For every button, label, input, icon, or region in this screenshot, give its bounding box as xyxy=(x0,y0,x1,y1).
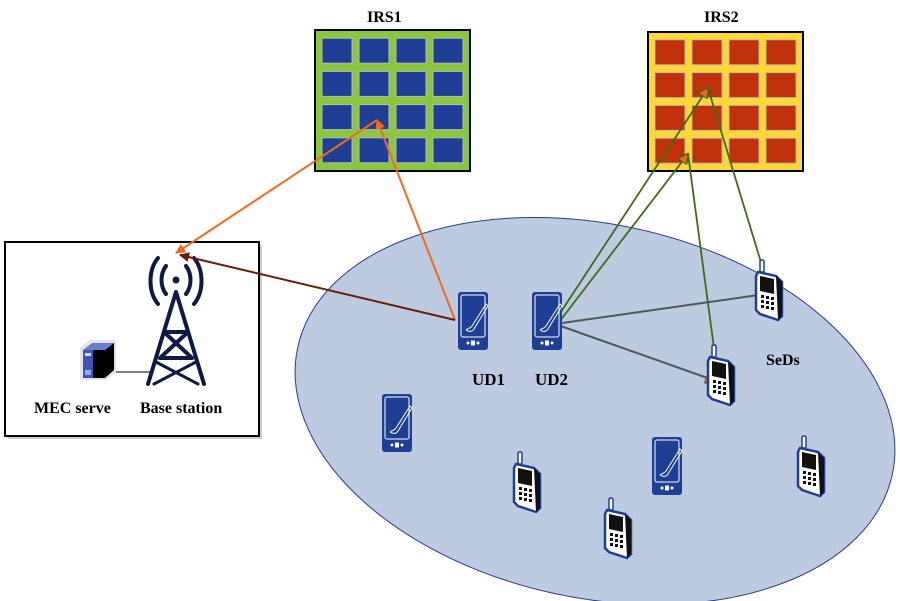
ud1-label: UD1 xyxy=(472,370,505,389)
link-ud2-to-sed2 xyxy=(554,323,716,381)
irs-reflecting-element xyxy=(358,104,390,131)
irs-reflecting-element xyxy=(321,70,353,97)
sed1-phone-icon xyxy=(754,258,784,322)
irs-reflecting-element xyxy=(321,104,353,131)
irs-reflecting-element xyxy=(691,39,723,66)
link-ud2-to-irs2-b xyxy=(552,154,688,331)
base-station-label: Base station xyxy=(140,400,222,417)
irs-reflecting-element xyxy=(395,104,427,131)
cell-coverage-area xyxy=(294,216,896,601)
irs-reflecting-element xyxy=(728,137,760,164)
irs2-panel xyxy=(647,31,804,172)
irs-reflecting-element xyxy=(395,37,427,64)
irs-reflecting-element xyxy=(691,137,723,164)
irs-reflecting-element xyxy=(321,137,353,164)
irs2-label: IRS2 xyxy=(704,9,739,26)
irs-reflecting-element xyxy=(395,70,427,97)
irs-reflecting-element xyxy=(728,72,760,99)
link-irs1-to-bs xyxy=(175,119,378,254)
irs-reflecting-element xyxy=(654,137,686,164)
mec-server-label: MEC serve xyxy=(34,400,111,417)
pda-device-icon xyxy=(381,393,413,453)
base-station-tower-icon xyxy=(146,256,206,386)
irs-reflecting-element xyxy=(765,137,797,164)
irs-reflecting-element xyxy=(728,39,760,66)
pda-device-icon xyxy=(651,436,683,496)
irs-reflecting-element xyxy=(432,104,464,131)
irs-reflecting-element xyxy=(432,137,464,164)
irs-reflecting-element xyxy=(654,104,686,131)
mec-server-icon xyxy=(80,340,116,380)
irs-reflecting-element xyxy=(395,137,427,164)
irs-reflecting-element xyxy=(358,37,390,64)
irs-reflecting-element xyxy=(654,72,686,99)
base-station-box xyxy=(4,241,262,439)
link-ud1-to-irs1 xyxy=(375,119,456,321)
ud1-device-icon xyxy=(457,291,489,351)
irs-reflecting-element xyxy=(765,39,797,66)
seds-label: SeDs xyxy=(766,352,800,369)
irs-reflecting-element xyxy=(765,72,797,99)
irs-reflecting-element xyxy=(432,70,464,97)
irs-reflecting-element xyxy=(358,137,390,164)
irs-reflecting-element xyxy=(691,72,723,99)
ud2-label: UD2 xyxy=(535,370,568,389)
irs-reflecting-element xyxy=(432,37,464,64)
link-ud2-to-irs2-a xyxy=(548,88,708,331)
irs-reflecting-element xyxy=(321,37,353,64)
ud2-device-icon xyxy=(531,291,563,351)
irs-reflecting-element xyxy=(654,39,686,66)
irs1-label: IRS1 xyxy=(367,9,402,26)
irs-reflecting-element xyxy=(728,104,760,131)
link-irs2-to-sed1 xyxy=(707,87,770,292)
link-ud2-to-sed1 xyxy=(554,294,766,325)
link-irs2-to-sed2 xyxy=(687,153,718,378)
irs-reflecting-element xyxy=(765,104,797,131)
irs-reflecting-element xyxy=(358,70,390,97)
irs1-panel xyxy=(314,29,471,172)
link-ud1-to-bs xyxy=(179,252,456,321)
